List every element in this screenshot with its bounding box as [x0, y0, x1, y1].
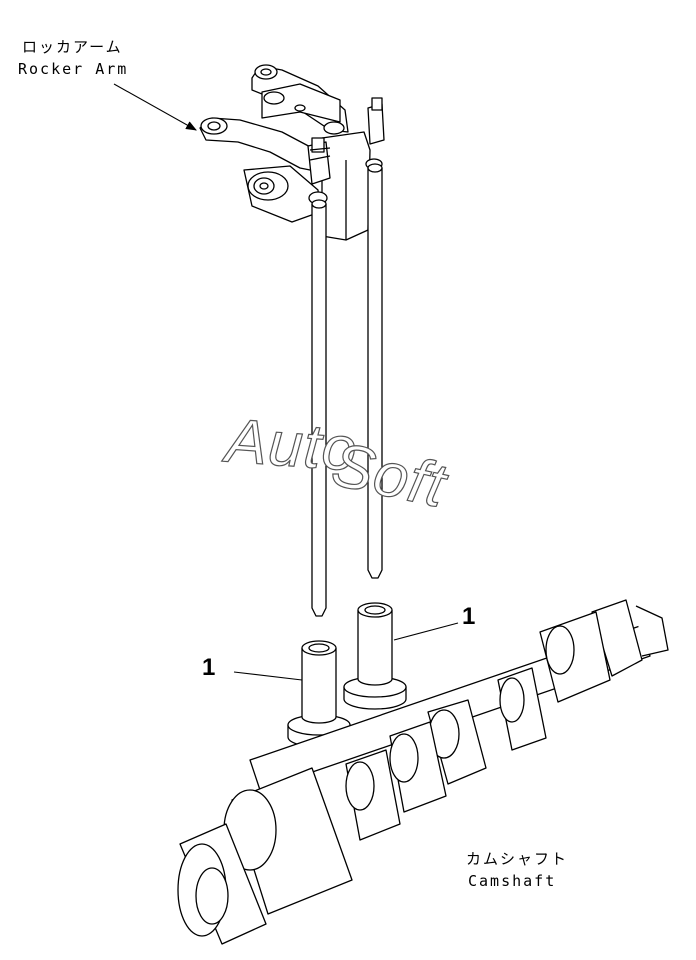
rocker-arm-label-en: Rocker Arm: [18, 60, 129, 78]
camshaft-label-jp: カムシャフト: [466, 850, 569, 868]
tappet-right: [343, 602, 407, 710]
rocker-arm-assembly: [199, 64, 385, 241]
rocker-arm-label-jp: ロッカアーム: [22, 38, 123, 56]
camshaft: [177, 599, 669, 945]
callout-leader-left: [233, 671, 303, 681]
callout-number-left: 1: [202, 654, 216, 681]
camshaft-label-en: Camshaft: [468, 872, 557, 890]
push-rods: [311, 163, 383, 617]
callout-leader-right: [393, 622, 459, 641]
callout-number-right: 1: [462, 603, 476, 630]
rocker-arm-leader: [113, 83, 197, 131]
